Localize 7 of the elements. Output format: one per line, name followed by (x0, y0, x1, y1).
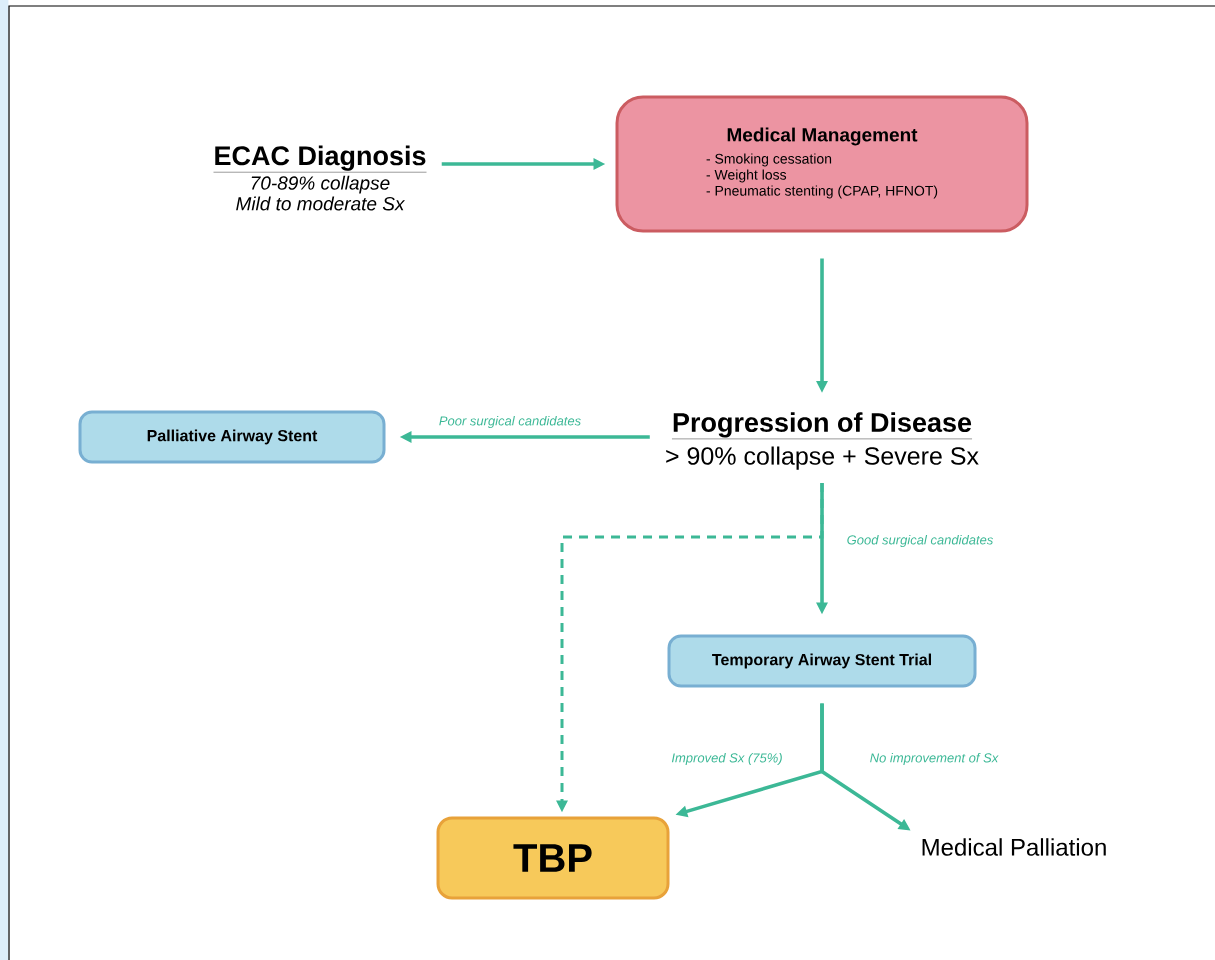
progression-text: Progression of Disease > 90% collapse + Severe Sx (666, 412, 979, 470)
stent-box: Palliative Airway Stent (78, 410, 386, 464)
outcome-text: Medical Palliation (922, 838, 1106, 856)
stent-box: Temporary Airway Stent Trial (667, 634, 977, 688)
management-box: Medical Management - Smoking cessation - Weight loss - Pneumatic stenting (CPAP, HFNOT) (615, 95, 1029, 233)
diagnosis-text: ECAC Diagnosis 70-89% collapse Mild to moderate Sx (213, 145, 427, 211)
outcome-box: TBP (436, 816, 670, 900)
